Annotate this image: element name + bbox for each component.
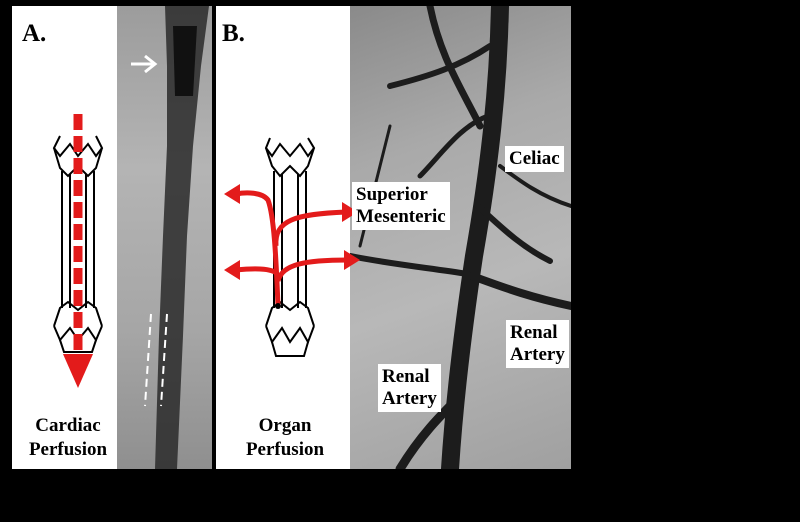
panel-a: A. (12, 6, 212, 469)
aorta-image (131, 6, 209, 469)
label-line: Superior (356, 184, 428, 205)
stent-outline (144, 313, 168, 407)
label-line: Renal (382, 366, 430, 387)
label-superior-mesenteric: Superior Mesenteric (352, 182, 450, 230)
label-renal-artery-right: Renal Artery (506, 320, 569, 368)
vessels-image (350, 6, 571, 469)
stent-diagram-b (224, 137, 360, 357)
red-dashed-arrow (63, 114, 93, 388)
panel-b: B. (216, 6, 571, 469)
figure: A. (10, 4, 573, 471)
stent-diagram-a (52, 114, 104, 388)
label-line: Renal (510, 322, 558, 343)
label-line: Artery (382, 388, 437, 409)
label-line: Mesenteric (356, 206, 446, 227)
label-renal-artery-left: Renal Artery (378, 364, 441, 412)
panel-a-caption: Cardiac Perfusion (18, 414, 118, 462)
label-celiac: Celiac (505, 146, 564, 172)
caption-line: Cardiac (35, 415, 101, 436)
caption-line: Organ (258, 415, 312, 436)
panel-b-letter: B. (222, 20, 245, 47)
panel-a-letter: A. (22, 20, 47, 47)
panel-b-caption: Organ Perfusion (230, 414, 340, 462)
red-branch-arrows (235, 190, 349, 307)
caption-line: Perfusion (28, 439, 108, 460)
angiogram-a (117, 6, 212, 469)
label-line: Artery (510, 344, 565, 365)
caption-line: Perfusion (245, 439, 325, 460)
white-arrow-icon (131, 54, 158, 74)
panel-divider (212, 6, 216, 469)
